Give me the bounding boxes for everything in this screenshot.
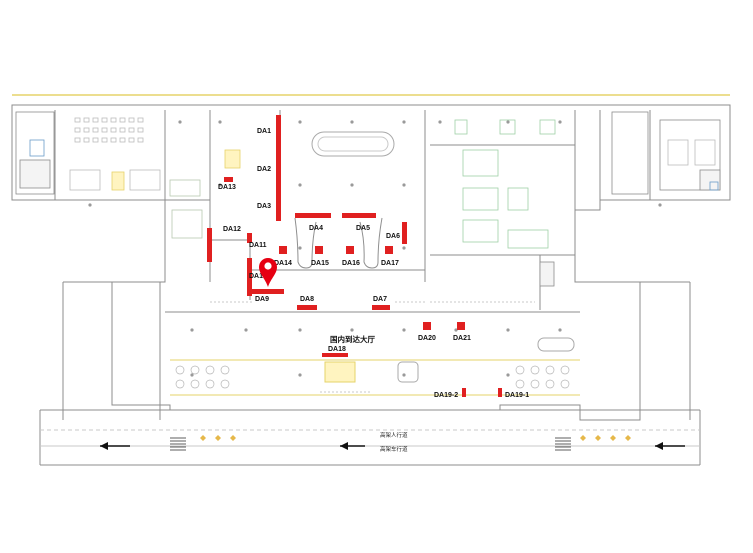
left-wing bbox=[15, 111, 241, 239]
ad-spot-label: DA2 bbox=[257, 166, 271, 173]
hall-label: 国内到达大厅 bbox=[330, 334, 375, 344]
ad-spot-label: DA1 bbox=[257, 128, 271, 135]
direction-arrow-right-icon bbox=[655, 442, 685, 450]
ad-spot-label: DA20 bbox=[418, 335, 436, 342]
ad-spot-label: DA6 bbox=[386, 233, 400, 240]
ad-spot-label: DA21 bbox=[453, 335, 471, 342]
ad-spot-label: DA9 bbox=[255, 296, 269, 303]
direction-arrow-left-icon bbox=[100, 442, 130, 450]
ad-spot-label: DA11 bbox=[249, 242, 267, 249]
ad-spot-highlights bbox=[207, 115, 502, 397]
location-pin-icon[interactable] bbox=[259, 258, 277, 287]
central-features bbox=[210, 131, 575, 393]
ad-spot-label: DA5 bbox=[356, 225, 370, 232]
ad-spot-label: DA3 bbox=[257, 203, 271, 210]
ad-spot-labels: DA1 DA2 DA3 DA4 DA5 DA6 DA7 DA8 DA9 DA10… bbox=[218, 128, 529, 399]
road-markers bbox=[200, 435, 631, 441]
right-wing bbox=[454, 111, 721, 287]
ad-spot-label: DA19-1 bbox=[505, 392, 529, 399]
ad-spot-label: DA10 bbox=[249, 273, 267, 280]
pedestrian-road-label: 高架人行道 bbox=[380, 431, 408, 439]
building-outline bbox=[11, 94, 731, 421]
ad-spot-label: DA16 bbox=[342, 260, 360, 267]
vehicle-road-label: 高架车行道 bbox=[380, 445, 408, 453]
ad-spot-label: DA17 bbox=[381, 260, 399, 267]
ad-spot-label: DA13 bbox=[218, 184, 236, 191]
ad-spot-label: DA7 bbox=[373, 296, 387, 303]
ad-spot-label: DA19-2 bbox=[434, 392, 458, 399]
elevated-road bbox=[39, 409, 701, 466]
direction-arrow-center-icon bbox=[340, 442, 365, 450]
ad-spot-label: DA8 bbox=[300, 296, 314, 303]
ad-spot-label: DA4 bbox=[309, 225, 323, 232]
ad-spot-label: DA14 bbox=[274, 260, 292, 267]
column-grid bbox=[88, 120, 662, 377]
lounge-seating bbox=[175, 365, 570, 389]
ad-spot-label: DA15 bbox=[311, 260, 329, 267]
ad-spot-label: DA18 bbox=[328, 346, 346, 353]
ad-spot-label: DA12 bbox=[223, 226, 241, 233]
